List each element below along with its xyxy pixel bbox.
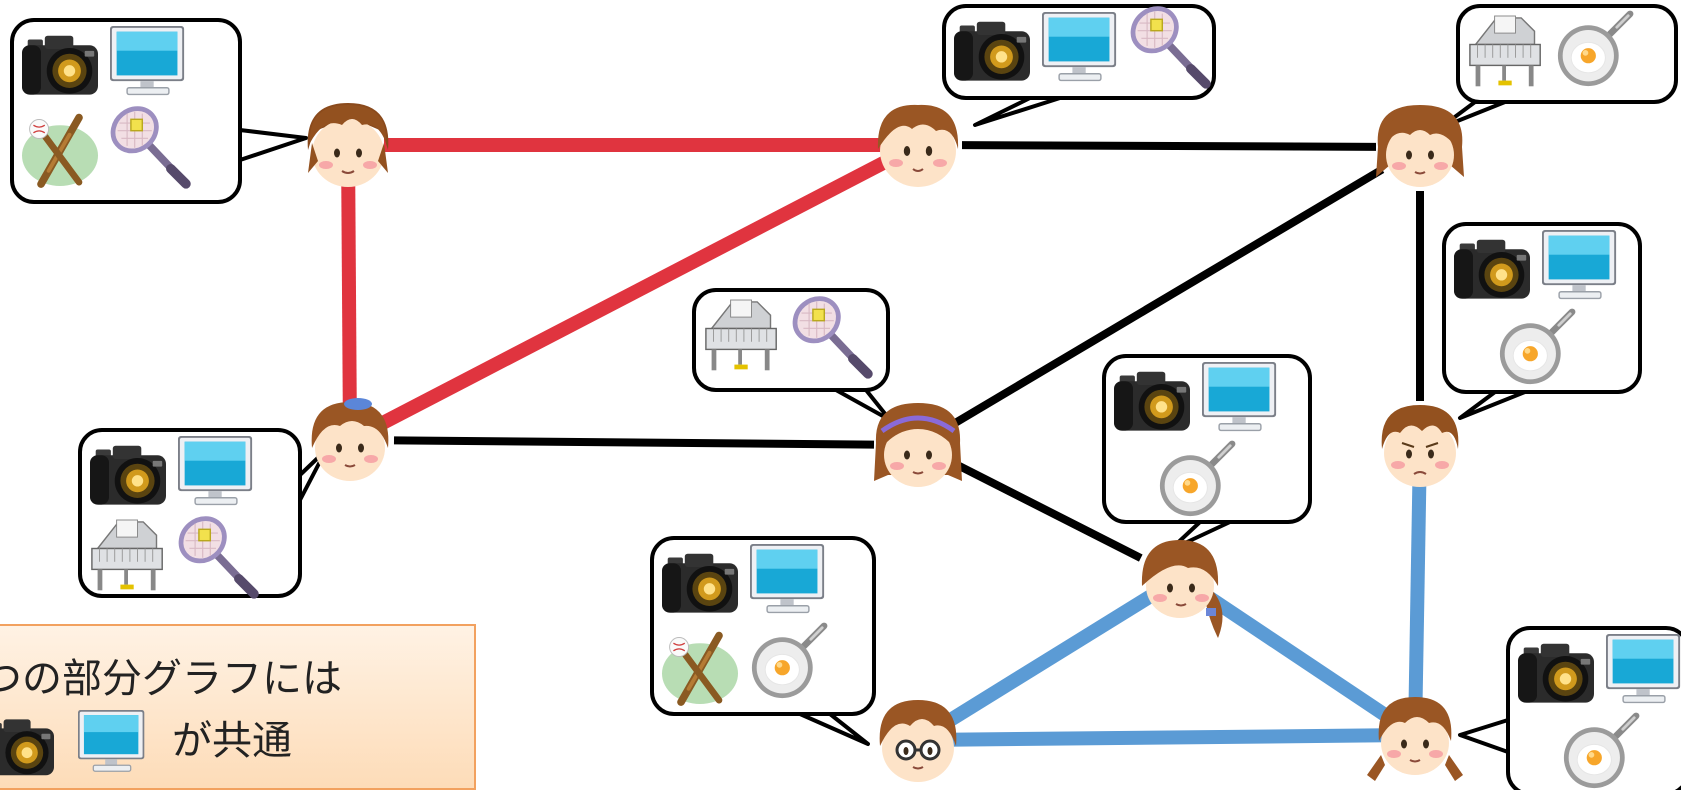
interest-bubble-p1 [10, 18, 308, 204]
common-interest-note: つの部分グラフには が共通 [0, 624, 476, 790]
interest-bubble-p6 [1442, 222, 1642, 420]
bubble-tail [973, 96, 1062, 127]
interest-bubble-p4 [78, 428, 328, 596]
person-p8-avatar [878, 698, 958, 784]
interest-bubble-p3 [1438, 4, 1678, 130]
person-p1-avatar [306, 102, 390, 188]
edge-blue-p7-p9 [1199, 587, 1396, 726]
edge-black-p5-p7 [955, 461, 1143, 562]
bubble-tail [834, 388, 892, 422]
note-icons [0, 709, 145, 776]
person-p7-avatar [1140, 539, 1224, 639]
interest-bubble-p2 [942, 0, 1216, 127]
interest-bubble-p5 [692, 290, 892, 422]
bubble-tail [238, 128, 308, 162]
person-p4-avatar [310, 397, 390, 482]
monitor-icon [77, 709, 145, 772]
bubble-tail [798, 712, 870, 746]
bubble-tail [1458, 718, 1510, 754]
note-text-line2: が共通 [172, 718, 292, 764]
bubbles-layer [10, 0, 1681, 794]
edge-black-p3-p5 [953, 166, 1385, 426]
edge-red-p1-p4 [341, 180, 357, 405]
edge-red-p4-p2 [378, 155, 890, 430]
edge-black-p4-p5 [393, 436, 875, 449]
edge-black-p2-p3 [961, 141, 1377, 151]
edge-blue-p8-p9 [945, 728, 1388, 747]
person-p5-avatar [874, 403, 962, 487]
person-p2-avatar [876, 103, 960, 188]
person-p6-avatar [1380, 404, 1460, 488]
bubble-tail [1458, 390, 1527, 420]
edge-blue-p7-p8 [938, 586, 1160, 732]
edge-blue-p6-p9 [1408, 472, 1427, 708]
interest-bubble-p7 [1102, 354, 1312, 552]
edges-layer [341, 138, 1427, 747]
interest-bubble-p8 [650, 536, 876, 746]
camera-icon [0, 719, 54, 776]
person-p3-avatar [1375, 104, 1465, 188]
interest-bubble-p9 [1458, 626, 1681, 794]
note-text-line1: つの部分グラフには [0, 656, 342, 702]
